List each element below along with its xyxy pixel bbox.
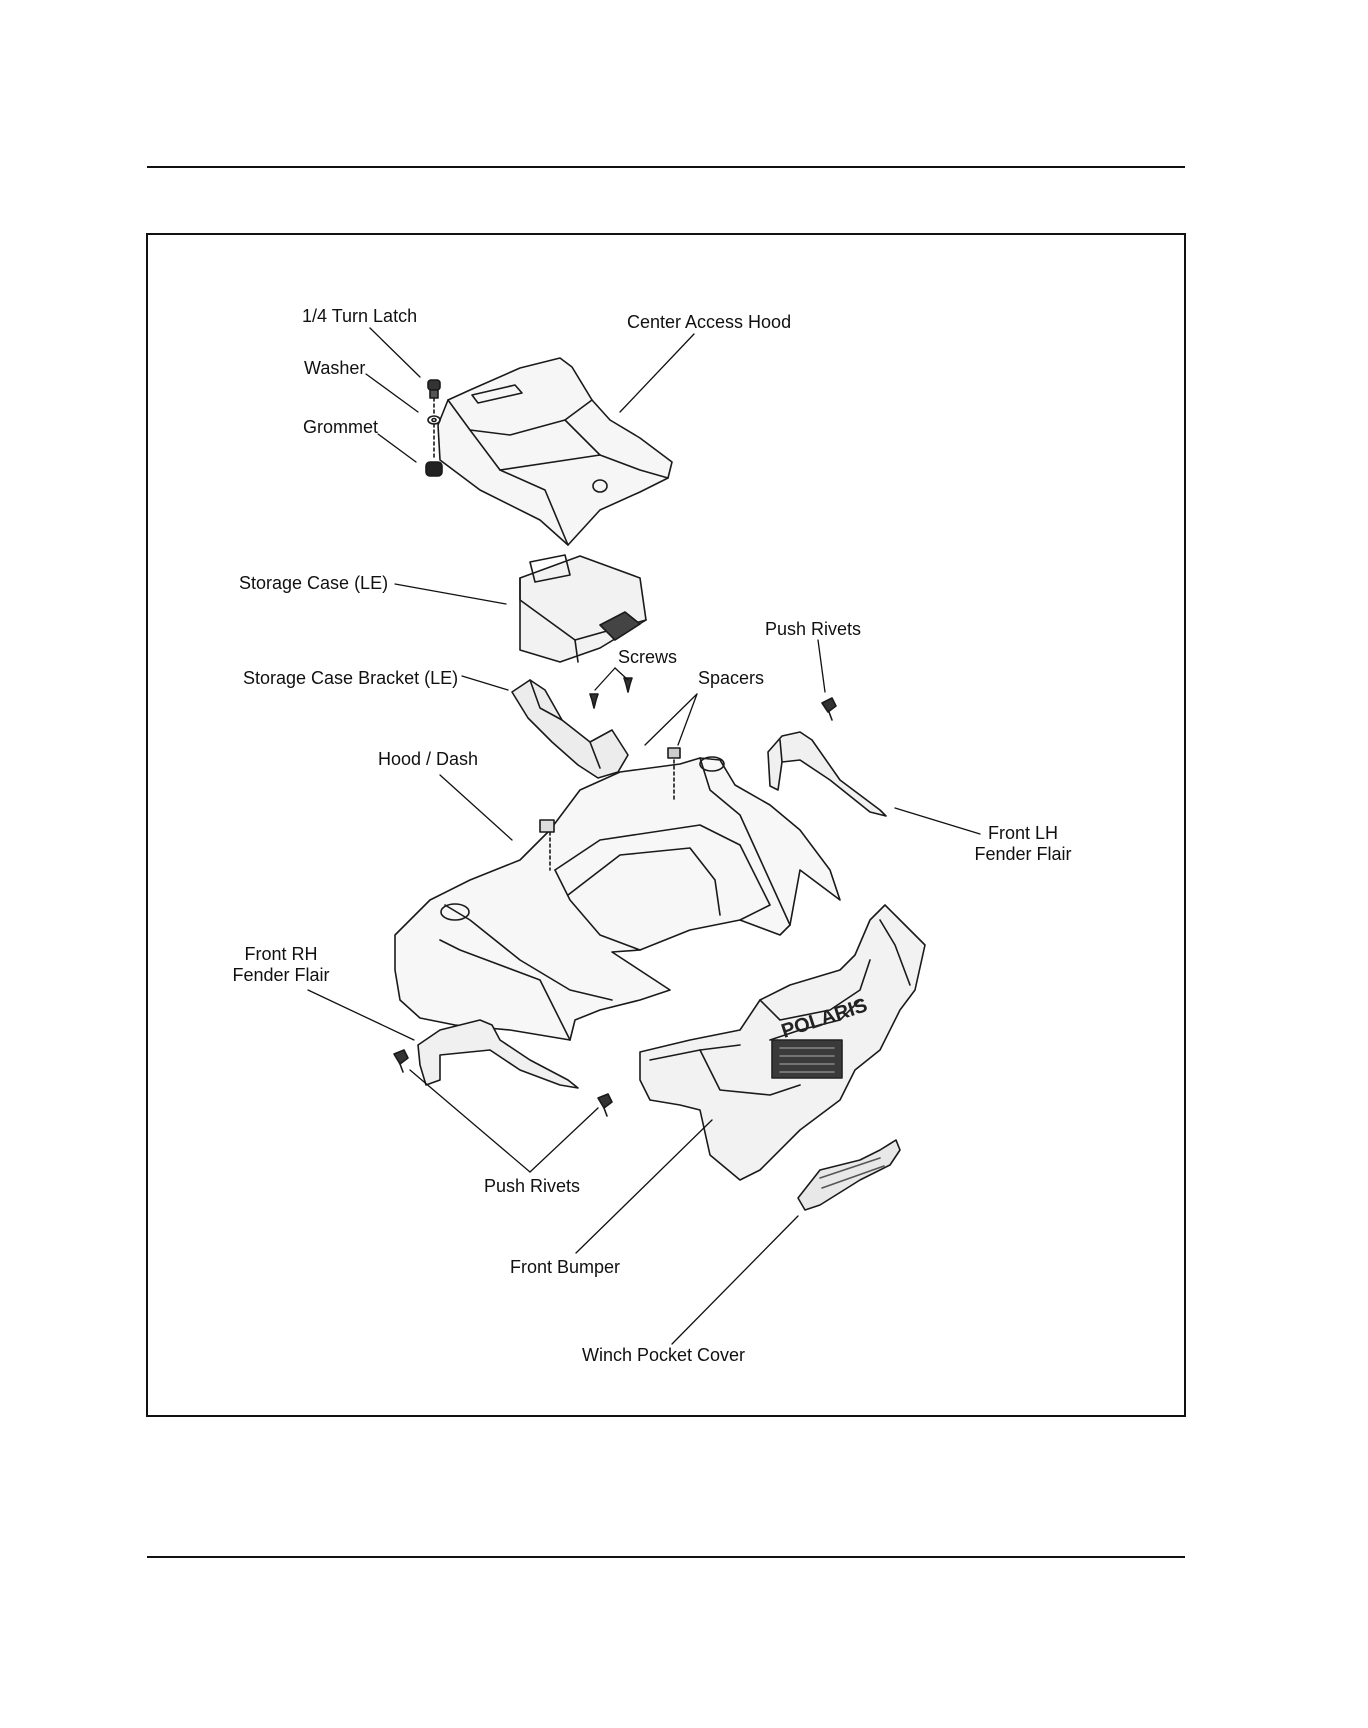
push-rivet-top-part xyxy=(822,698,836,720)
push-rivets-top-label: Push Rivets xyxy=(765,619,861,640)
front-rh-fender-label-line1: Front RH xyxy=(226,944,336,965)
front-lh-fender-label-line2: Fender Flair xyxy=(968,844,1078,865)
front-bumper-label: Front Bumper xyxy=(510,1257,620,1278)
storage-case-part xyxy=(520,555,646,662)
front-lh-fender-label: Front LH Fender Flair xyxy=(968,823,1078,865)
turn-latch-label: 1/4 Turn Latch xyxy=(302,306,417,327)
grommet-label: Grommet xyxy=(303,417,378,438)
winch-pocket-cover-label: Winch Pocket Cover xyxy=(582,1345,745,1366)
spacers-part xyxy=(668,748,680,758)
washer-label: Washer xyxy=(304,358,365,379)
storage-case-bracket-label: Storage Case Bracket (LE) xyxy=(243,668,458,689)
front-lh-fender-part xyxy=(768,732,886,816)
hood-dash-label: Hood / Dash xyxy=(378,749,478,770)
storage-case-label: Storage Case (LE) xyxy=(239,573,388,594)
spacers-label: Spacers xyxy=(698,668,764,689)
screws-part xyxy=(590,678,632,708)
center-access-hood-part xyxy=(438,358,672,545)
push-rivets-bottom-label: Push Rivets xyxy=(484,1176,580,1197)
storage-case-bracket-part xyxy=(512,680,628,778)
front-rh-fender-label-line2: Fender Flair xyxy=(226,965,336,986)
winch-pocket-cover-part xyxy=(798,1140,900,1210)
front-bumper-part xyxy=(640,905,925,1180)
front-rh-fender-label: Front RH Fender Flair xyxy=(226,944,336,986)
screws-label: Screws xyxy=(618,647,677,668)
center-access-hood-label: Center Access Hood xyxy=(627,312,791,333)
front-lh-fender-label-line1: Front LH xyxy=(968,823,1078,844)
